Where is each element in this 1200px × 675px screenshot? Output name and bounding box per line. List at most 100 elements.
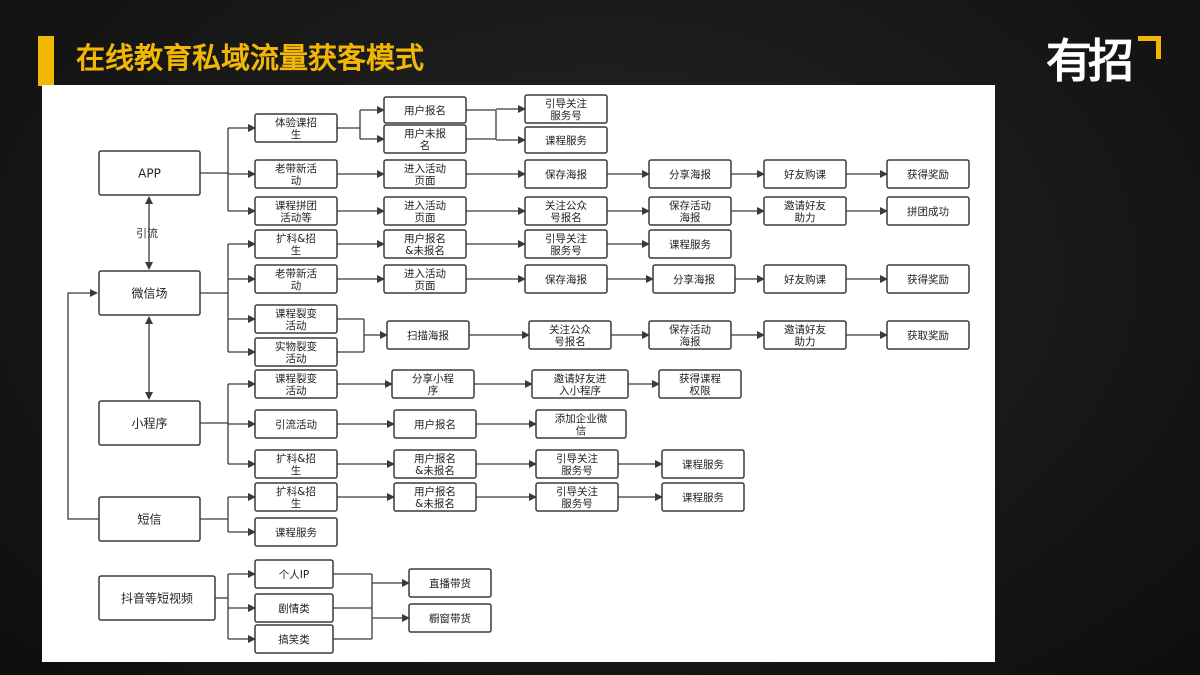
node-text: 关注公众	[549, 323, 591, 336]
node-text: 生	[291, 497, 302, 510]
node-text: 助力	[795, 211, 816, 224]
node-text: 个人IP	[279, 569, 309, 581]
node-text: 引导关注	[556, 452, 598, 465]
node-text: 抖音等短视频	[121, 590, 193, 605]
node-text: 保存海报	[545, 168, 587, 181]
node-text: 序	[428, 384, 439, 397]
node-text: 生	[291, 464, 302, 477]
node-d2: 剧情类	[254, 593, 334, 623]
flowchart-svg: 引流APP微信场小程序短信抖音等短视频体验课招生用户报名用户未报名引导关注服务号…	[67, 94, 970, 654]
node-s2: 课程服务	[254, 517, 338, 547]
node-text: 体验课招	[275, 116, 317, 129]
node-text: 扫描海报	[407, 329, 449, 342]
node-text: 用户报名	[404, 232, 446, 245]
node-text: 保存海报	[545, 273, 587, 286]
node-text: 分享海报	[669, 168, 711, 181]
node-text: 生	[291, 244, 302, 257]
node-text: 动	[291, 280, 302, 292]
node-text: 进入活动	[404, 200, 446, 212]
node-text: APP	[138, 166, 161, 180]
node-text: 实物裂变	[275, 340, 317, 353]
node-text: 名	[420, 139, 431, 152]
node-m3-reg: 用户报名&未报名	[393, 449, 477, 479]
node-text: 活动等	[280, 211, 312, 224]
node-s1-service: 课程服务	[661, 482, 745, 512]
node-wechat: 微信场	[98, 270, 201, 316]
node-d3: 搞笑类	[254, 624, 334, 654]
node-m2-reg: 用户报名	[393, 409, 477, 439]
node-douyin: 抖音等短视频	[98, 575, 216, 621]
node-a3-success: 拼团成功	[886, 196, 970, 226]
node-w2-share: 分享海报	[652, 264, 736, 294]
node-text: 好友购课	[784, 168, 826, 181]
node-w2-buy: 好友购课	[763, 264, 847, 294]
node-text: 直播带货	[429, 577, 471, 590]
node-w2-reward: 获得奖励	[886, 264, 970, 294]
node-text: 用户报名	[404, 104, 446, 117]
node-s1-reg: 用户报名&未报名	[393, 482, 477, 512]
node-text: 剧情类	[278, 602, 310, 615]
node-text: 保存活动	[669, 199, 711, 212]
page-title: 在线教育私域流量获客模式	[76, 41, 425, 75]
node-text: 课程服务	[682, 491, 724, 504]
node-text: 添加企业微	[555, 412, 608, 425]
node-a2-share: 分享海报	[648, 159, 732, 189]
node-text: 获得课程	[679, 373, 721, 385]
node-text: 号报名	[554, 335, 586, 348]
node-w1-service: 课程服务	[648, 229, 732, 259]
node-text: 活动	[286, 385, 307, 397]
node-text: 扩科&招	[276, 452, 316, 465]
node-text: 拼团成功	[907, 205, 949, 218]
logo-corner-mark	[1138, 36, 1161, 59]
node-text: 用户报名	[414, 418, 456, 431]
node-d1: 个人IP	[254, 559, 334, 589]
node-m2: 引流活动	[254, 409, 338, 439]
node-text: 扩科&招	[276, 485, 316, 498]
brand-logo: 有招	[1046, 34, 1134, 88]
node-text: 邀请好友	[784, 323, 826, 336]
node-text: 橱窗带货	[429, 612, 471, 625]
node-text: 课程服务	[275, 526, 317, 539]
node-text: 入小程序	[559, 384, 601, 397]
node-text: 获得奖励	[907, 168, 949, 181]
node-text: 页面	[415, 280, 436, 292]
node-text: 海报	[680, 211, 701, 224]
node-text: 课程服务	[682, 458, 724, 471]
node-text: 海报	[680, 335, 701, 348]
node-text: &未报名	[415, 464, 455, 477]
node-text: 微信场	[131, 286, 167, 300]
node-text: 生	[291, 128, 302, 141]
node-text: 信	[576, 425, 587, 437]
node-text: 引流活动	[275, 418, 317, 431]
node-text: 搞笑类	[278, 633, 310, 646]
node-text: 服务号	[550, 109, 582, 122]
node-text: 分享海报	[673, 273, 715, 286]
node-text: 分享小程	[412, 372, 454, 385]
node-text: 老带新活	[275, 267, 317, 280]
node-text: 引导关注	[545, 232, 587, 245]
node-text: 活动	[286, 353, 307, 365]
node-text: 用户未报	[404, 127, 446, 140]
title-accent-bar	[38, 36, 54, 86]
arrow-sms-wechat-loop	[67, 289, 99, 520]
node-text: 获取奖励	[907, 329, 949, 342]
node-text: 课程裂变	[275, 307, 317, 320]
node-text: &未报名	[405, 244, 445, 257]
node-d-live: 直播带货	[408, 568, 492, 598]
node-a1-reg: 用户报名	[383, 96, 467, 124]
